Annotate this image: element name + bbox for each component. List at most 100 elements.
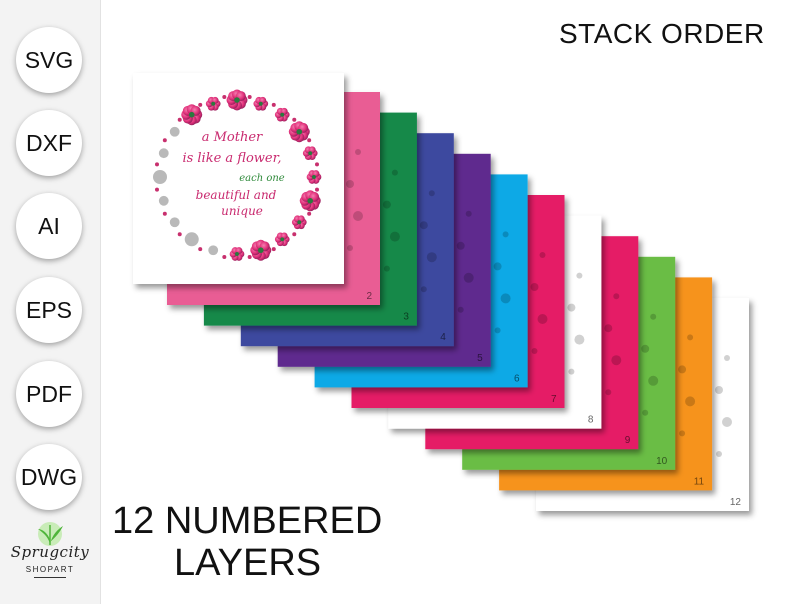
layer-number: 8 — [588, 415, 594, 426]
dot-icon — [162, 211, 167, 216]
layer-number: 10 — [656, 456, 668, 467]
cutout-dot — [613, 293, 620, 300]
cutout-dot — [389, 231, 400, 242]
cutout-dot — [531, 348, 538, 354]
cutout-dot — [428, 190, 435, 197]
cutout-dot — [605, 389, 612, 396]
dot-icon — [292, 117, 297, 122]
grey-flower-icon — [208, 245, 219, 256]
dot-icon — [247, 255, 252, 260]
flower-icon — [288, 121, 310, 143]
cutout-dot — [568, 368, 575, 375]
cutout-dot — [604, 324, 613, 333]
dot-icon — [154, 187, 159, 192]
cutout-dot — [465, 210, 472, 217]
cutout-dot — [539, 252, 546, 258]
grey-flower-icon — [169, 217, 180, 228]
cutout-dot — [648, 375, 659, 386]
cutout-dot — [576, 272, 583, 279]
cutout-dot — [346, 180, 354, 188]
cutout-dot — [685, 396, 696, 407]
flower-icon — [299, 190, 321, 212]
cutout-dot — [642, 409, 649, 416]
layer-number: 4 — [440, 332, 446, 343]
cutout-dot — [716, 451, 722, 457]
cutout-dot — [457, 306, 464, 313]
cutout-dot — [500, 293, 511, 304]
cutout-dot — [611, 355, 622, 366]
cutout-dot — [537, 314, 548, 324]
flower-wreath-icon — [153, 89, 322, 261]
leaf-logo-icon — [38, 522, 63, 546]
cutout-dot — [650, 313, 657, 320]
dot-icon — [222, 94, 227, 99]
cutout-dot — [722, 417, 732, 427]
grey-flower-icon — [158, 148, 169, 159]
dot-icon — [177, 117, 182, 122]
grey-flower-icon — [169, 126, 180, 137]
layer-number: 6 — [514, 373, 520, 384]
dot-icon — [307, 211, 312, 216]
dot-icon — [154, 162, 159, 167]
cutout-dot — [382, 200, 391, 209]
cutout-dot — [715, 386, 723, 394]
dot-icon — [307, 138, 312, 143]
quote-line: a Mother — [202, 130, 263, 145]
cutout-dot — [502, 231, 509, 238]
cutout-dot — [679, 430, 686, 437]
dot-icon — [222, 255, 227, 260]
quote-line: each one — [239, 173, 285, 184]
cutout-dot — [456, 241, 465, 250]
cutout-dot — [494, 327, 501, 334]
cutout-dot — [347, 245, 353, 251]
flower-icon — [181, 104, 203, 126]
dot-icon — [292, 232, 297, 237]
brand-name: Sprugcity — [10, 543, 90, 561]
top-layer-card: a Mother is like a flower, each one beau… — [133, 73, 344, 284]
layer-number: 12 — [730, 497, 742, 508]
flower-icon — [302, 146, 318, 161]
flower-icon — [229, 247, 245, 261]
cutout-dot — [419, 221, 428, 230]
dot-icon — [315, 187, 320, 192]
flower-icon — [291, 215, 307, 230]
format-badge-ai[interactable]: AI — [16, 193, 82, 259]
cutout-dot — [567, 303, 576, 312]
layer-number: 11 — [694, 476, 705, 487]
cutout-dot — [355, 149, 361, 155]
dot-icon — [247, 94, 252, 99]
brand-sub: SHOPART — [25, 565, 75, 574]
dot-icon — [198, 102, 203, 107]
layer-number: 7 — [551, 394, 557, 405]
cutout-dot — [530, 283, 539, 291]
flower-icon — [205, 96, 221, 111]
flower-icon — [274, 232, 290, 247]
cutout-dot — [493, 262, 502, 271]
cutout-dot — [641, 344, 650, 353]
cutout-dot — [463, 272, 474, 283]
stack-order-title: STACK ORDER — [559, 18, 765, 49]
headline-line-1: 12 NUMBERED — [112, 500, 383, 542]
layer-number: 2 — [366, 291, 372, 302]
grey-flower-icon — [184, 232, 199, 247]
cutout-dot — [383, 265, 390, 272]
flower-icon — [306, 170, 322, 184]
cutout-dot — [420, 286, 427, 293]
dot-icon — [315, 162, 320, 167]
grey-flower-icon — [158, 195, 169, 206]
grey-flower-icon — [153, 170, 167, 184]
quote-line: is like a flower, — [182, 151, 281, 166]
layer-number: 5 — [477, 353, 483, 364]
dot-icon — [271, 102, 276, 107]
quote-text: a Mother is like a flower, each one beau… — [182, 130, 284, 218]
dot-icon — [198, 247, 203, 252]
cutout-dot — [724, 355, 730, 361]
cutout-dot — [391, 169, 398, 176]
brand-underline — [34, 577, 66, 578]
cutout-dot — [353, 211, 363, 221]
headline-line-2: LAYERS — [174, 542, 322, 584]
dot-icon — [162, 138, 167, 143]
flower-icon — [253, 96, 269, 111]
cutout-dot — [426, 252, 437, 263]
